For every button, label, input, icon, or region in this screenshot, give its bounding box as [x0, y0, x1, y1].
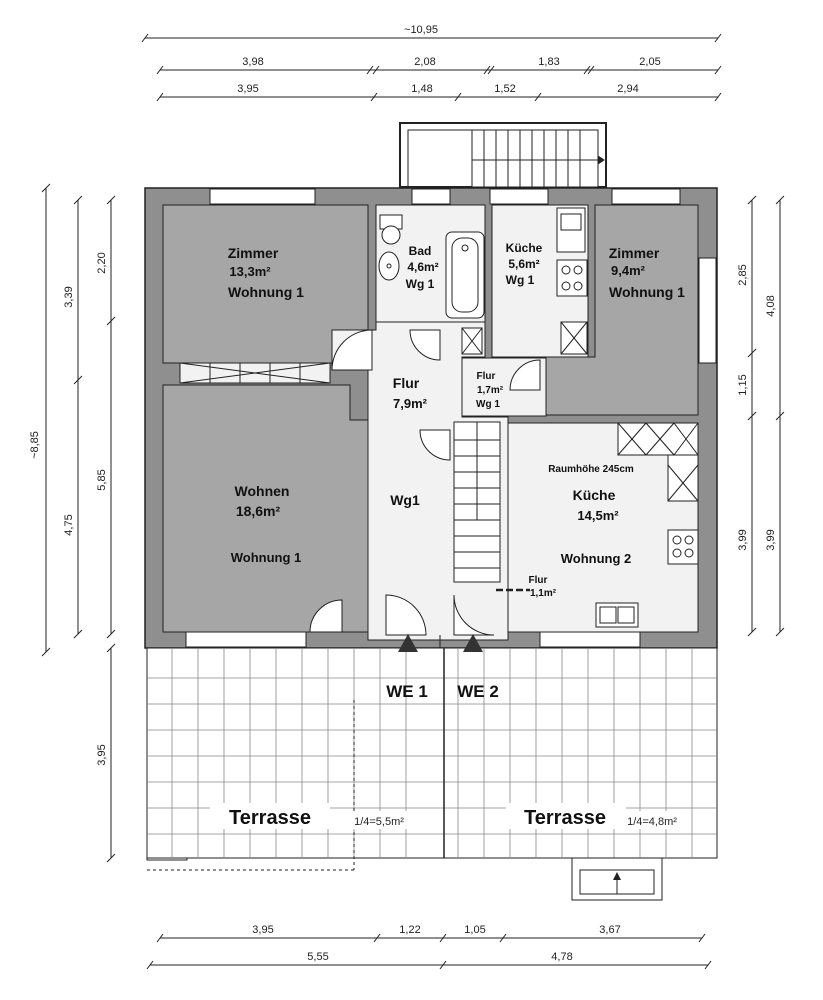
- entrance-arrow-icon: [463, 634, 483, 652]
- room-area: 4,6m²: [407, 260, 438, 274]
- entrance-arrow-icon: [398, 634, 418, 652]
- dim-top-row1: 1,83: [538, 56, 559, 68]
- dim-top-total: ~10,95: [404, 24, 438, 36]
- room-area: 9,4m²: [611, 263, 646, 278]
- room-name: Zimmer: [228, 245, 279, 261]
- entrance-label-we2: WE 2: [457, 682, 499, 701]
- dim-left-inner: 5,85: [96, 469, 108, 490]
- dim-bottom-row1: 3,67: [599, 924, 620, 936]
- label-terrace-right: Terrasse 1/4=4,8m²: [506, 803, 688, 829]
- room-name: Küche: [573, 487, 616, 503]
- room-unit: Wg 1: [476, 399, 500, 410]
- room-name: Flur: [529, 575, 548, 586]
- dim-top-row1: 2,08: [414, 56, 435, 68]
- dim-bottom-row1: 3,95: [252, 924, 273, 936]
- label-bad: Bad 4,6m² Wg 1: [406, 244, 439, 291]
- terrace-name: Terrasse: [229, 807, 311, 829]
- dim-right-outer: 3,99: [765, 529, 777, 550]
- room-name: Zimmer: [609, 245, 660, 261]
- room-unit: Wg 1: [506, 273, 535, 287]
- kitchen-1-fixtures: [461, 207, 588, 355]
- room-unit: Wohnung 2: [561, 551, 632, 566]
- label-wg1: Wg1: [390, 492, 420, 508]
- room-height-note: Raumhöhe 245cm: [548, 464, 634, 475]
- bathroom-fixtures: [378, 214, 485, 319]
- dim-bottom-row2: 4,78: [551, 951, 572, 963]
- label-terrace-left: Terrasse 1/4=5,5m²: [210, 803, 415, 829]
- dim-right-inner: 1,15: [737, 374, 749, 395]
- room-unit: Wohnung 1: [231, 550, 302, 565]
- room-kueche-2: [507, 422, 699, 633]
- windows: [185, 188, 717, 648]
- dim-left-outer: 4,75: [63, 514, 75, 535]
- dim-top-row1: 2,05: [639, 56, 660, 68]
- dim-top-row2: 1,52: [494, 83, 515, 95]
- label-zimmer-1: Zimmer 13,3m² Wohnung 1: [228, 245, 304, 300]
- room-name: Bad: [409, 244, 432, 258]
- room-wohnen: [162, 384, 369, 633]
- dim-bottom-row1: 1,05: [464, 924, 485, 936]
- terrace: [146, 647, 718, 901]
- room-area: 1,7m²: [477, 385, 504, 396]
- exterior-stair-top: [399, 122, 607, 188]
- room-unit: Wohnung 1: [228, 284, 304, 300]
- dim-right-inner: 2,85: [737, 264, 749, 285]
- terrace-share: 1/4=4,8m²: [627, 816, 677, 828]
- entrance-label-we1: WE 1: [386, 682, 428, 701]
- left-dimensions: [41, 183, 116, 863]
- interior-stair: [453, 421, 501, 583]
- label-flur-central: Flur 7,9m²: [393, 375, 428, 411]
- label-kueche-2: Raumhöhe 245cm Küche 14,5m² Wohnung 2: [548, 464, 634, 566]
- room-area: 14,5m²: [577, 508, 619, 523]
- label-flur-small: Flur 1,7m² Wg 1: [476, 371, 504, 410]
- dim-right-outer: 4,08: [765, 295, 777, 316]
- room-fills: [162, 204, 699, 641]
- dim-left-outer: 3,39: [63, 286, 75, 307]
- label-zimmer-2: Zimmer 9,4m² Wohnung 1: [609, 245, 685, 300]
- room-area: 13,3m²: [229, 264, 271, 279]
- right-dimensions: [747, 195, 785, 637]
- room-unit: Wohnung 1: [609, 284, 685, 300]
- terrace-share: 1/4=5,5m²: [354, 816, 404, 828]
- dim-right-inner: 3,99: [737, 529, 749, 550]
- room-name: Wohnen: [235, 483, 290, 499]
- room-area: 1,1m²: [530, 588, 557, 599]
- room-area: 7,9m²: [393, 396, 428, 411]
- room-name: Flur: [477, 371, 496, 382]
- kitchen-2-fixtures: [595, 422, 699, 628]
- dim-bottom-row2: 5,55: [307, 951, 328, 963]
- room-name: Flur: [393, 375, 420, 391]
- label-wohnen: Wohnen 18,6m² Wohnung 1: [231, 483, 302, 565]
- dim-top-row2: 2,94: [617, 83, 638, 95]
- dim-left-terrace: 3,95: [96, 744, 108, 765]
- dim-top-row2: 3,95: [237, 83, 258, 95]
- label-flur-2: Flur 1,1m²: [496, 575, 557, 599]
- room-unit: Wg 1: [406, 277, 435, 291]
- bottom-dimensions: [146, 933, 712, 970]
- dim-left-inner: 2,20: [96, 252, 108, 273]
- room-area: 5,6m²: [508, 257, 539, 271]
- dim-top-row1: 3,98: [242, 56, 263, 68]
- room-name: Küche: [506, 241, 543, 255]
- window-strip: [179, 362, 331, 384]
- dim-left-total: ~8,85: [29, 431, 41, 459]
- terrace-name: Terrasse: [524, 807, 606, 829]
- dim-bottom-row1: 1,22: [399, 924, 420, 936]
- dim-top-row2: 1,48: [411, 83, 432, 95]
- label-kueche-1: Küche 5,6m² Wg 1: [506, 241, 543, 287]
- top-dimensions: [141, 33, 722, 102]
- room-area: 18,6m²: [236, 503, 281, 519]
